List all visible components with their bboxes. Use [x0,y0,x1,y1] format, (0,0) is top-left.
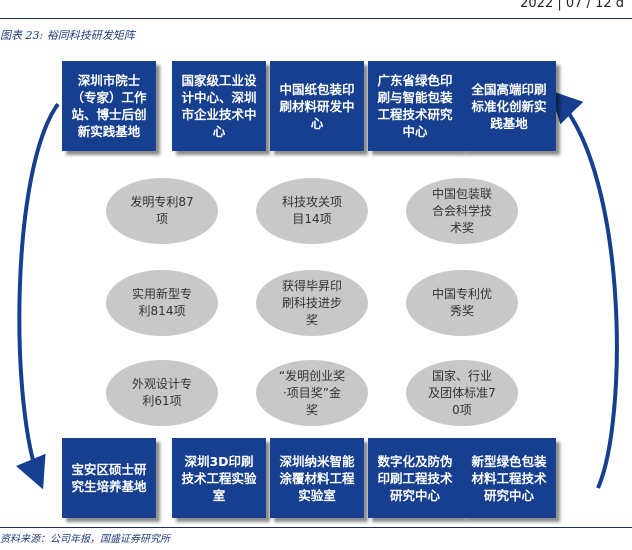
bottom-box-nano-coating-lab: 深圳纳米智能涂覆材料工程实验室 [270,438,364,518]
top-box-design-center: 国家级工业设计中心、深圳市企业技术中心 [172,61,266,151]
oval-utility-patents: 实用新型专利814项 [106,270,218,336]
left-arrow [16,102,60,490]
oval-invention-patents: 发明专利87项 [106,178,218,244]
right-arrow [549,90,619,489]
oval-patent-award: 中国专利优秀奖 [406,270,518,336]
oval-design-patents: 外观设计专利61项 [106,360,218,426]
top-box-academician-workstation: 深圳市院士（专家）工作站、博士后创新实践基地 [62,61,156,151]
bottom-box-green-materials-center: 新型绿色包装材料工程技术研究中心 [462,438,556,518]
top-box-standardization-base: 全国高端印刷标准化创新实践基地 [462,61,556,151]
bottom-box-anticounterfeit-center: 数字化及防伪印刷工程技术研究中心 [368,438,462,518]
bottom-box-masters-base: 宝安区硕士研究生培养基地 [62,438,156,518]
footer-rule [0,527,632,528]
header-rule [0,18,632,19]
oval-bisheng-award: 获得毕昇印刷科技进步奖 [256,270,368,336]
oval-innovation-gold: “发明创业奖·项目奖”金奖 [256,360,368,426]
bottom-box-3d-printing-lab: 深圳3D印刷技术工程实验室 [172,438,266,518]
report-date: 2022 | 07 / 12 d [520,0,624,11]
oval-standards: 国家、行业及团体标准70项 [406,360,518,426]
oval-packaging-award: 中国包装联合会科学技术奖 [406,178,518,244]
top-box-paper-packaging-rd: 中国纸包装印刷材料研发中心 [270,61,364,151]
oval-research-projects: 科技攻关项目14项 [256,178,368,244]
figure-source: 资料来源：公司年报，国盛证券研究所 [0,534,170,545]
figure-title: 图表 23: 裕同科技研发矩阵 [0,29,135,42]
top-box-green-printing-center: 广东省绿色印刷与智能包装工程技术研究中心 [368,61,462,151]
